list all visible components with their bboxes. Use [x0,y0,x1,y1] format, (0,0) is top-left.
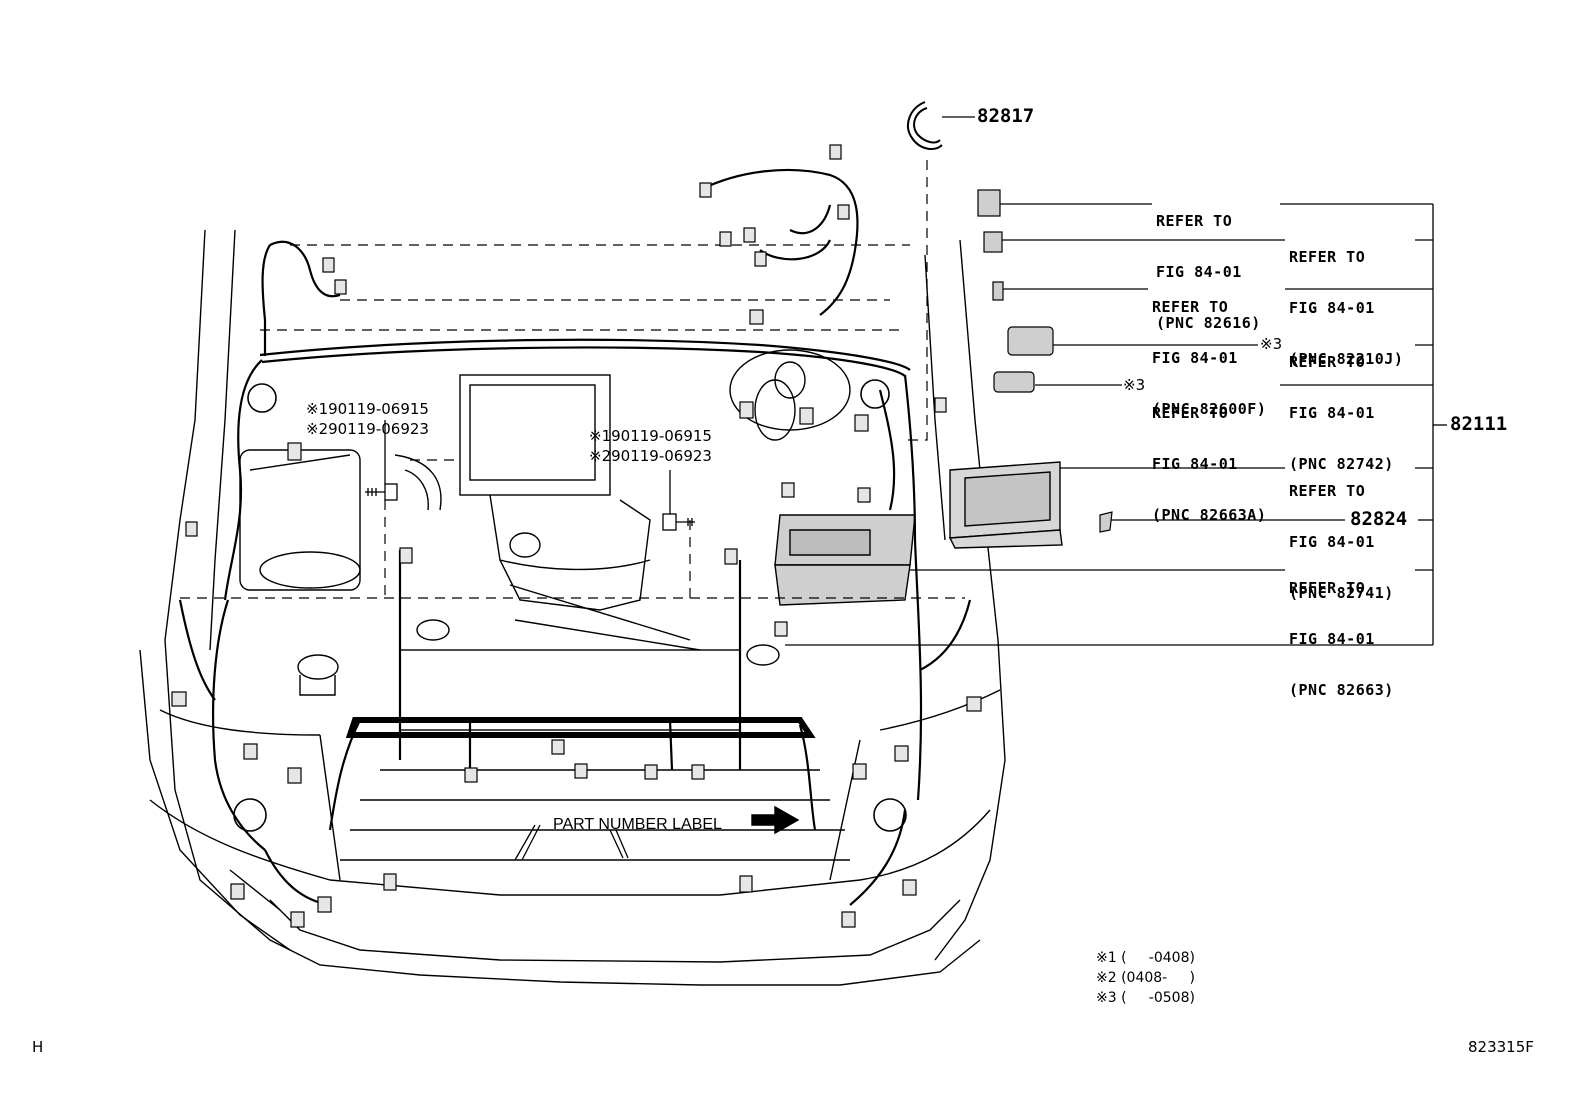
brake-booster [729,349,851,441]
ref-82742-mark: ※3 [1260,335,1283,353]
ref-line2: FIG 84-01 [1289,299,1375,317]
ref-line3: (PNC 82663A) [1152,506,1267,524]
ref-82210J: REFER TO FIG 84-01 (PNC 82210J) [1289,215,1403,385]
ref-82663: REFER TO FIG 84-01 (PNC 82663) [1289,546,1394,716]
leader-dashed-lines [180,160,965,599]
ref-line3: (PNC 82741) [1289,584,1394,602]
diagram-id: 823315F [1468,1038,1534,1056]
ref-line2: FIG 84-01 [1152,349,1238,367]
ref-line3: (PNC 82663) [1289,681,1394,699]
leader-solid-lines [785,116,1447,646]
ref-line1: REFER TO [1152,298,1229,316]
ref-line3: (PNC 82616) [1156,314,1261,332]
battery [774,514,916,606]
bolt-right-pn1: ※190119-06915 [589,427,712,445]
ref-82616: REFER TO FIG 84-01 (PNC 82616) [1156,179,1261,349]
ref-line2: FIG 84-01 [1289,630,1375,648]
bolt-right-pn2: ※290119-06923 [589,447,712,465]
note-2: ※2 (0408- ) [1096,970,1195,986]
ref-line1: REFER TO [1156,212,1233,230]
ref-82663A: REFER TO FIG 84-01 (PNC 82663A) [1152,371,1266,541]
ref-line1: REFER TO [1289,353,1366,371]
ref-line2: FIG 84-01 [1289,533,1375,551]
ref-82600F: REFER TO FIG 84-01 (PNC 82600F) [1152,265,1266,435]
washer-tank [297,619,780,696]
ref-line1: REFER TO [1289,248,1366,266]
callout-82817: 82817 [977,105,1035,127]
relay-block [948,461,1063,549]
ref-82663A-mark: ※3 [1123,376,1146,394]
clip-icon [907,101,943,151]
vehicle-body-outline [139,229,1006,986]
bolt-left-pn2: ※290119-06923 [306,420,429,438]
callout-82824: 82824 [1350,508,1408,530]
arrow-icon [751,805,800,835]
air-cleaner [239,449,442,591]
part-number-label: PART NUMBER LABEL [553,816,722,833]
ref-line3: (PNC 82600F) [1152,400,1267,418]
ref-line1: REFER TO [1152,404,1229,422]
note-1: ※1 ( -0408) [1096,950,1195,966]
bolt-icons [365,420,695,531]
callout-82111: 82111 [1450,413,1508,435]
ref-line1: REFER TO [1289,482,1366,500]
connector-icons [977,189,1113,533]
toyota-emblem [514,824,629,861]
harness-connectors [171,144,982,928]
ref-82742: REFER TO FIG 84-01 (PNC 82742) [1289,320,1394,490]
ref-82741: REFER TO FIG 84-01 (PNC 82741) [1289,449,1394,619]
corner-code-left: H [32,1038,44,1056]
note-3: ※3 ( -0508) [1096,990,1195,1006]
wire-harness [178,168,972,907]
engine-block [459,374,701,651]
ref-line2: FIG 84-01 [1152,455,1238,473]
ref-line3: (PNC 82210J) [1289,350,1404,368]
ref-line3: (PNC 82742) [1289,455,1394,473]
grommet-icons [233,379,907,832]
bolt-left-pn1: ※190119-06915 [306,400,429,418]
ref-line2: FIG 84-01 [1289,404,1375,422]
ref-line2: FIG 84-01 [1156,263,1242,281]
ref-line1: REFER TO [1289,579,1366,597]
